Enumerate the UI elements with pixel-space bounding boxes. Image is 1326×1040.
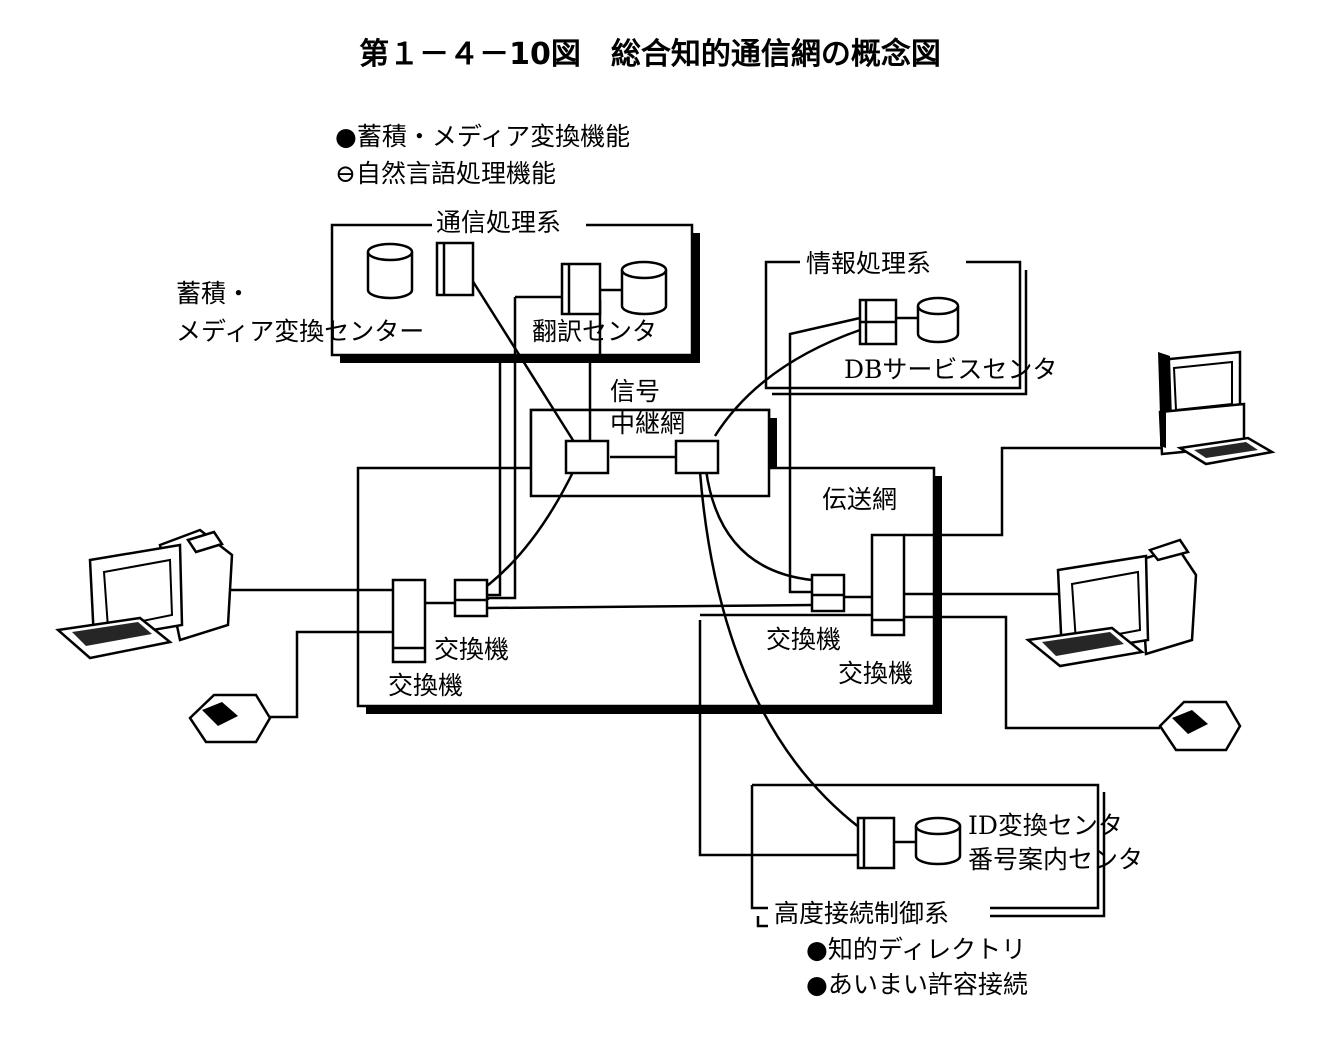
signal-node-right [674, 439, 720, 475]
translation-center-label: 翻訳センタ [532, 317, 657, 346]
switch-left-outer-label: 交換機 [388, 671, 463, 700]
translation-center-module [560, 262, 602, 316]
switch-right-outer-label: 交換機 [838, 659, 913, 688]
storage-center-module [435, 241, 475, 297]
id-disk-icon [914, 816, 962, 866]
switch-right-inner [810, 573, 846, 613]
top-feature-storage-media: ●蓄積・メディア変換機能 [335, 122, 630, 151]
switch-left-inner-label: 交換機 [434, 635, 509, 664]
db-disk-icon [916, 296, 960, 344]
control-feature-fuzzy: ●あいまい許容接続 [806, 970, 1028, 999]
info-system-label: 情報処理系 [806, 249, 931, 278]
signal-network-label-line1: 信号 [610, 377, 660, 406]
id-center-module [856, 816, 896, 870]
switch-right-inner-label: 交換機 [766, 625, 841, 654]
advanced-connection-control-box [750, 783, 1106, 928]
switch-right-outer [870, 533, 906, 637]
telephone-left-icon [188, 693, 272, 744]
storage-disk-icon [366, 242, 414, 300]
signal-node-left [564, 439, 610, 475]
id-center-label: ID変換センタ [968, 811, 1123, 840]
connection-lines [226, 279, 1180, 857]
signal-network-label-line2: 中継網 [610, 409, 685, 438]
control-feature-directory: ●知的ディレクトリ [806, 935, 1026, 964]
storage-center-label-line1: 蓄積・ [176, 279, 251, 308]
switch-left-outer [391, 578, 427, 664]
translation-disk-icon [620, 260, 668, 316]
switch-left-inner [453, 578, 489, 618]
terminal-left-icon [55, 528, 234, 660]
storage-center-label-line2: メディア変換センター [176, 317, 424, 346]
info-processing-system-box [764, 260, 1028, 396]
figure-title: 第１－４－10図 総合知的通信網の概念図 [359, 37, 941, 72]
db-center-label: DBサービスセンタ [844, 355, 1057, 384]
top-feature-natural-language: ⊖自然言語処理機能 [335, 159, 556, 188]
db-service-module [858, 298, 898, 346]
computer-right-icon [1158, 350, 1276, 466]
terminal-right-icon [1024, 538, 1198, 668]
transmission-network-label: 伝送網 [822, 485, 897, 514]
number-center-label: 番号案内センタ [968, 845, 1143, 874]
comm-system-label: 通信処理系 [436, 208, 561, 237]
telephone-right-icon [1158, 700, 1242, 752]
control-system-label: 高度接続制御系 [774, 899, 949, 928]
